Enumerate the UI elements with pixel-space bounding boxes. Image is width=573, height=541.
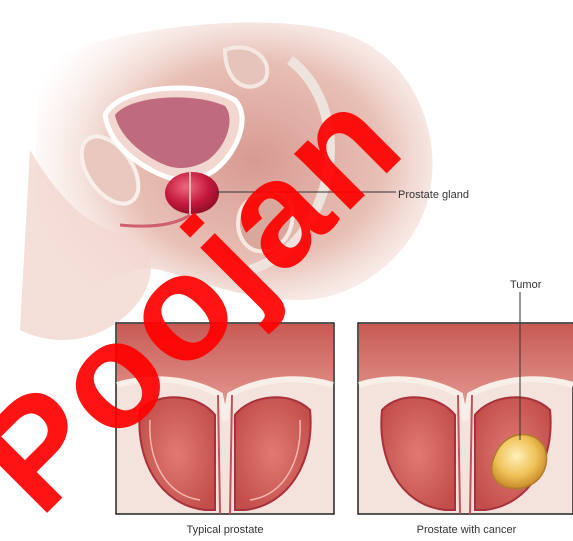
cancer-prostate-panel [358,323,573,514]
typical-prostate-caption: Typical prostate [110,524,340,536]
cancer-prostate-caption: Prostate with cancer [360,524,573,536]
pelvis-cross-section [20,23,432,340]
typical-prostate-panel [116,323,334,514]
tumor-label: Tumor [510,279,541,291]
prostate-gland-label: Prostate gland [398,189,469,201]
